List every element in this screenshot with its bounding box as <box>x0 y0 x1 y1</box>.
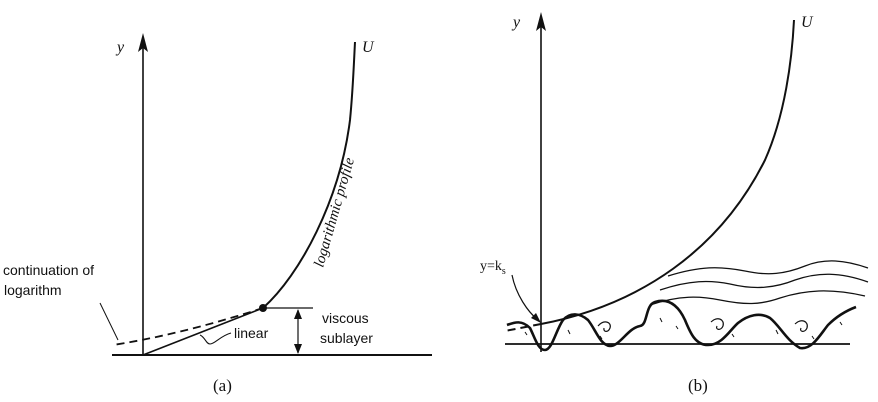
panel-a: y U logarithmic profile continuation of … <box>3 33 432 395</box>
panel-a-continuation-label-line2: logarithm <box>4 282 62 298</box>
panel-a-sublayer-label-line2: sublayer <box>320 330 373 346</box>
panel-b-streamline-3 <box>667 260 869 277</box>
panel-a-logarithmic-profile-curve <box>262 41 356 309</box>
panel-b-roughness-label-main: y=k <box>480 259 502 274</box>
panel-b-eddy-3 <box>794 320 808 332</box>
panel-b-roughness-label-subscript: s <box>502 266 506 277</box>
panel-b-curve-label: U <box>801 14 814 31</box>
panel-b-y-axis-label: y <box>511 14 521 31</box>
panel-a-continuation-dashed-curve <box>112 307 264 346</box>
panel-b-streamline-1 <box>649 290 866 306</box>
panel-a-linear-label: linear <box>234 325 269 341</box>
panel-a-sublayer-arrow-down <box>294 344 302 354</box>
panel-b-streamline-2 <box>659 273 869 291</box>
panel-b-y-axis-arrowhead <box>536 12 546 31</box>
panel-a-continuation-label-line1: continuation of <box>3 262 94 278</box>
panel-a-profile-label: logarithmic profile <box>311 156 358 270</box>
panel-b-rough-surface-texture <box>524 317 843 340</box>
panel-a-y-axis-label: y <box>115 39 125 56</box>
panel-b-roughness-pointer-arrowhead <box>531 313 541 323</box>
panel-b: y U y=ks (b) <box>480 12 869 395</box>
panel-b-roughness-label: y=ks <box>480 259 506 277</box>
panel-a-linear-line <box>142 307 264 356</box>
panel-b-eddy-1 <box>597 321 611 332</box>
panel-a-y-axis-arrowhead <box>138 33 148 52</box>
panel-a-continuation-pointer <box>99 302 119 341</box>
panel-a-sublayer-arrow-up <box>294 309 302 319</box>
panel-b-velocity-profile-curve <box>540 19 795 325</box>
panel-a-curve-label: U <box>362 39 375 56</box>
panel-a-linear-pointer <box>199 332 232 345</box>
panel-b-roughness-pointer <box>511 274 539 321</box>
panel-b-dashed-extension <box>504 323 542 332</box>
panel-b-caption: (b) <box>688 376 708 395</box>
panel-a-caption: (a) <box>213 376 232 395</box>
panel-a-sublayer-label-line1: viscous <box>322 310 369 326</box>
panel-b-rough-surface <box>506 299 857 352</box>
panel-b-eddy-2 <box>710 318 724 330</box>
